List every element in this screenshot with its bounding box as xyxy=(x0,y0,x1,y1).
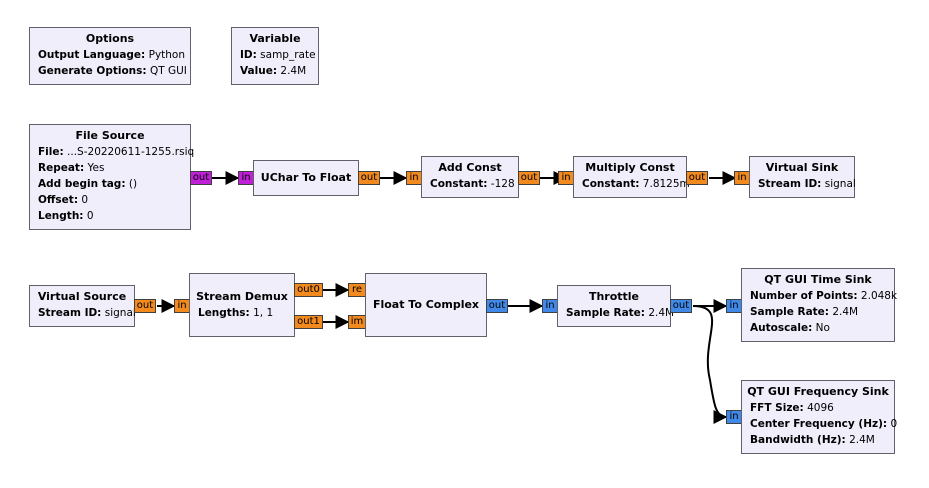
float-to-complex-block[interactable]: Float To Complex xyxy=(365,273,487,337)
param-label: Bandwidth (Hz): xyxy=(750,434,846,446)
file-source-block[interactable]: File Source File: ...S-20220611-1255.rsi… xyxy=(29,124,195,230)
multiply-const-block[interactable]: Multiply Const Constant: 7.8125m xyxy=(573,156,690,198)
param-label: Center Frequency (Hz): xyxy=(750,418,888,430)
param-value: 2.048k xyxy=(860,290,898,302)
float-to-complex-out-port[interactable]: out xyxy=(486,299,508,313)
freq-sink-in-port[interactable]: in xyxy=(726,410,742,424)
param-value: QT GUI xyxy=(149,65,187,77)
uchar-to-float-out-port[interactable]: out xyxy=(358,171,380,185)
param-value: 1, 1 xyxy=(253,307,274,319)
param-value: Python xyxy=(148,49,186,61)
add-const-out-port[interactable]: out xyxy=(518,171,540,185)
param-value: 4096 xyxy=(807,402,834,414)
param-label: Constant: xyxy=(582,178,640,190)
param-label: ID: xyxy=(240,49,257,61)
virtual-source-out-port[interactable]: out xyxy=(134,299,156,313)
block-title: QT GUI Frequency Sink xyxy=(747,385,889,398)
float-to-complex-im-port[interactable]: im xyxy=(348,315,366,329)
virtual-sink-block[interactable]: Virtual Sink Stream ID: signal xyxy=(749,156,856,198)
param-value: 0 xyxy=(81,194,89,206)
param-label: Number of Points: xyxy=(750,290,858,302)
param-value: samp_rate xyxy=(260,49,316,61)
block-title: Throttle xyxy=(588,290,640,303)
block-title: Add Const xyxy=(438,161,502,174)
file-source-out-port[interactable]: out xyxy=(190,171,212,185)
param-label: Stream ID: xyxy=(38,307,102,319)
block-title: Virtual Source xyxy=(37,290,127,303)
block-title: File Source xyxy=(75,129,145,142)
wire-throttle-freqsink xyxy=(692,305,728,424)
param-value: 2.4M xyxy=(648,307,675,319)
add-const-block[interactable]: Add Const Constant: -128 xyxy=(421,156,519,198)
param-value: No xyxy=(815,322,830,334)
multiply-const-in-port[interactable]: in xyxy=(558,171,574,185)
throttle-block[interactable]: Throttle Sample Rate: 2.4M xyxy=(557,285,675,327)
add-const-in-port[interactable]: in xyxy=(406,171,422,185)
uchar-to-float-in-port[interactable]: in xyxy=(238,171,254,185)
time-sink-in-port[interactable]: in xyxy=(726,299,742,313)
param-label: Add begin tag: xyxy=(38,178,126,190)
param-label: Output Language: xyxy=(38,49,146,61)
param-label: Sample Rate: xyxy=(566,307,645,319)
param-value: -128 xyxy=(490,178,515,190)
param-label: Value: xyxy=(240,65,278,77)
block-title: Multiply Const xyxy=(585,161,675,174)
param-label: Sample Rate: xyxy=(750,306,829,318)
block-title: Float To Complex xyxy=(372,298,480,311)
param-value: ...S-20220611-1255.rsiq xyxy=(67,146,195,158)
block-title: Variable xyxy=(249,32,301,45)
param-label: Length: xyxy=(38,210,84,222)
block-title: QT GUI Time Sink xyxy=(764,273,872,286)
param-label: Stream ID: xyxy=(758,178,822,190)
param-value: Yes xyxy=(87,162,105,174)
variable-block[interactable]: Variable ID: samp_rate Value: 2.4M xyxy=(231,27,319,85)
block-title: Options xyxy=(85,32,135,45)
param-label: Repeat: xyxy=(38,162,85,174)
param-value: signal xyxy=(824,178,856,190)
throttle-out-port[interactable]: out xyxy=(670,299,692,313)
stream-demux-in-port[interactable]: in xyxy=(174,299,190,313)
block-title: Stream Demux xyxy=(196,290,288,303)
float-to-complex-re-port[interactable]: re xyxy=(348,283,366,297)
qt-gui-frequency-sink-block[interactable]: QT GUI Frequency Sink FFT Size: 4096 Cen… xyxy=(741,380,898,454)
param-value: signal xyxy=(104,307,136,319)
multiply-const-out-port[interactable]: out xyxy=(686,171,708,185)
param-label: Lengths: xyxy=(198,307,250,319)
param-label: Constant: xyxy=(430,178,488,190)
param-value: 2.4M xyxy=(832,306,859,318)
block-title: UChar To Float xyxy=(260,171,352,184)
param-label: FFT Size: xyxy=(750,402,804,414)
param-label: Generate Options: xyxy=(38,65,147,77)
throttle-in-port[interactable]: in xyxy=(542,299,558,313)
virtual-sink-in-port[interactable]: in xyxy=(734,171,750,185)
block-title: Virtual Sink xyxy=(765,161,839,174)
param-label: Autoscale: xyxy=(750,322,813,334)
param-value: 2.4M xyxy=(280,65,307,77)
options-block[interactable]: Options Output Language: Python Generate… xyxy=(29,27,191,85)
param-label: Offset: xyxy=(38,194,79,206)
param-label: File: xyxy=(38,146,64,158)
uchar-to-float-block[interactable]: UChar To Float xyxy=(253,160,359,196)
param-value: 0 xyxy=(86,210,94,222)
stream-demux-out1-port[interactable]: out1 xyxy=(294,315,323,329)
stream-demux-block[interactable]: Stream Demux Lengths: 1, 1 xyxy=(189,273,295,337)
param-value: 2.4M xyxy=(849,434,875,446)
param-value: 7.8125m xyxy=(642,178,690,190)
stream-demux-out0-port[interactable]: out0 xyxy=(294,283,323,297)
qt-gui-time-sink-block[interactable]: QT GUI Time Sink Number of Points: 2.048… xyxy=(741,268,898,342)
virtual-source-block[interactable]: Virtual Source Stream ID: signal xyxy=(29,285,136,327)
param-value: 0 xyxy=(890,418,898,430)
param-value: () xyxy=(128,178,138,190)
